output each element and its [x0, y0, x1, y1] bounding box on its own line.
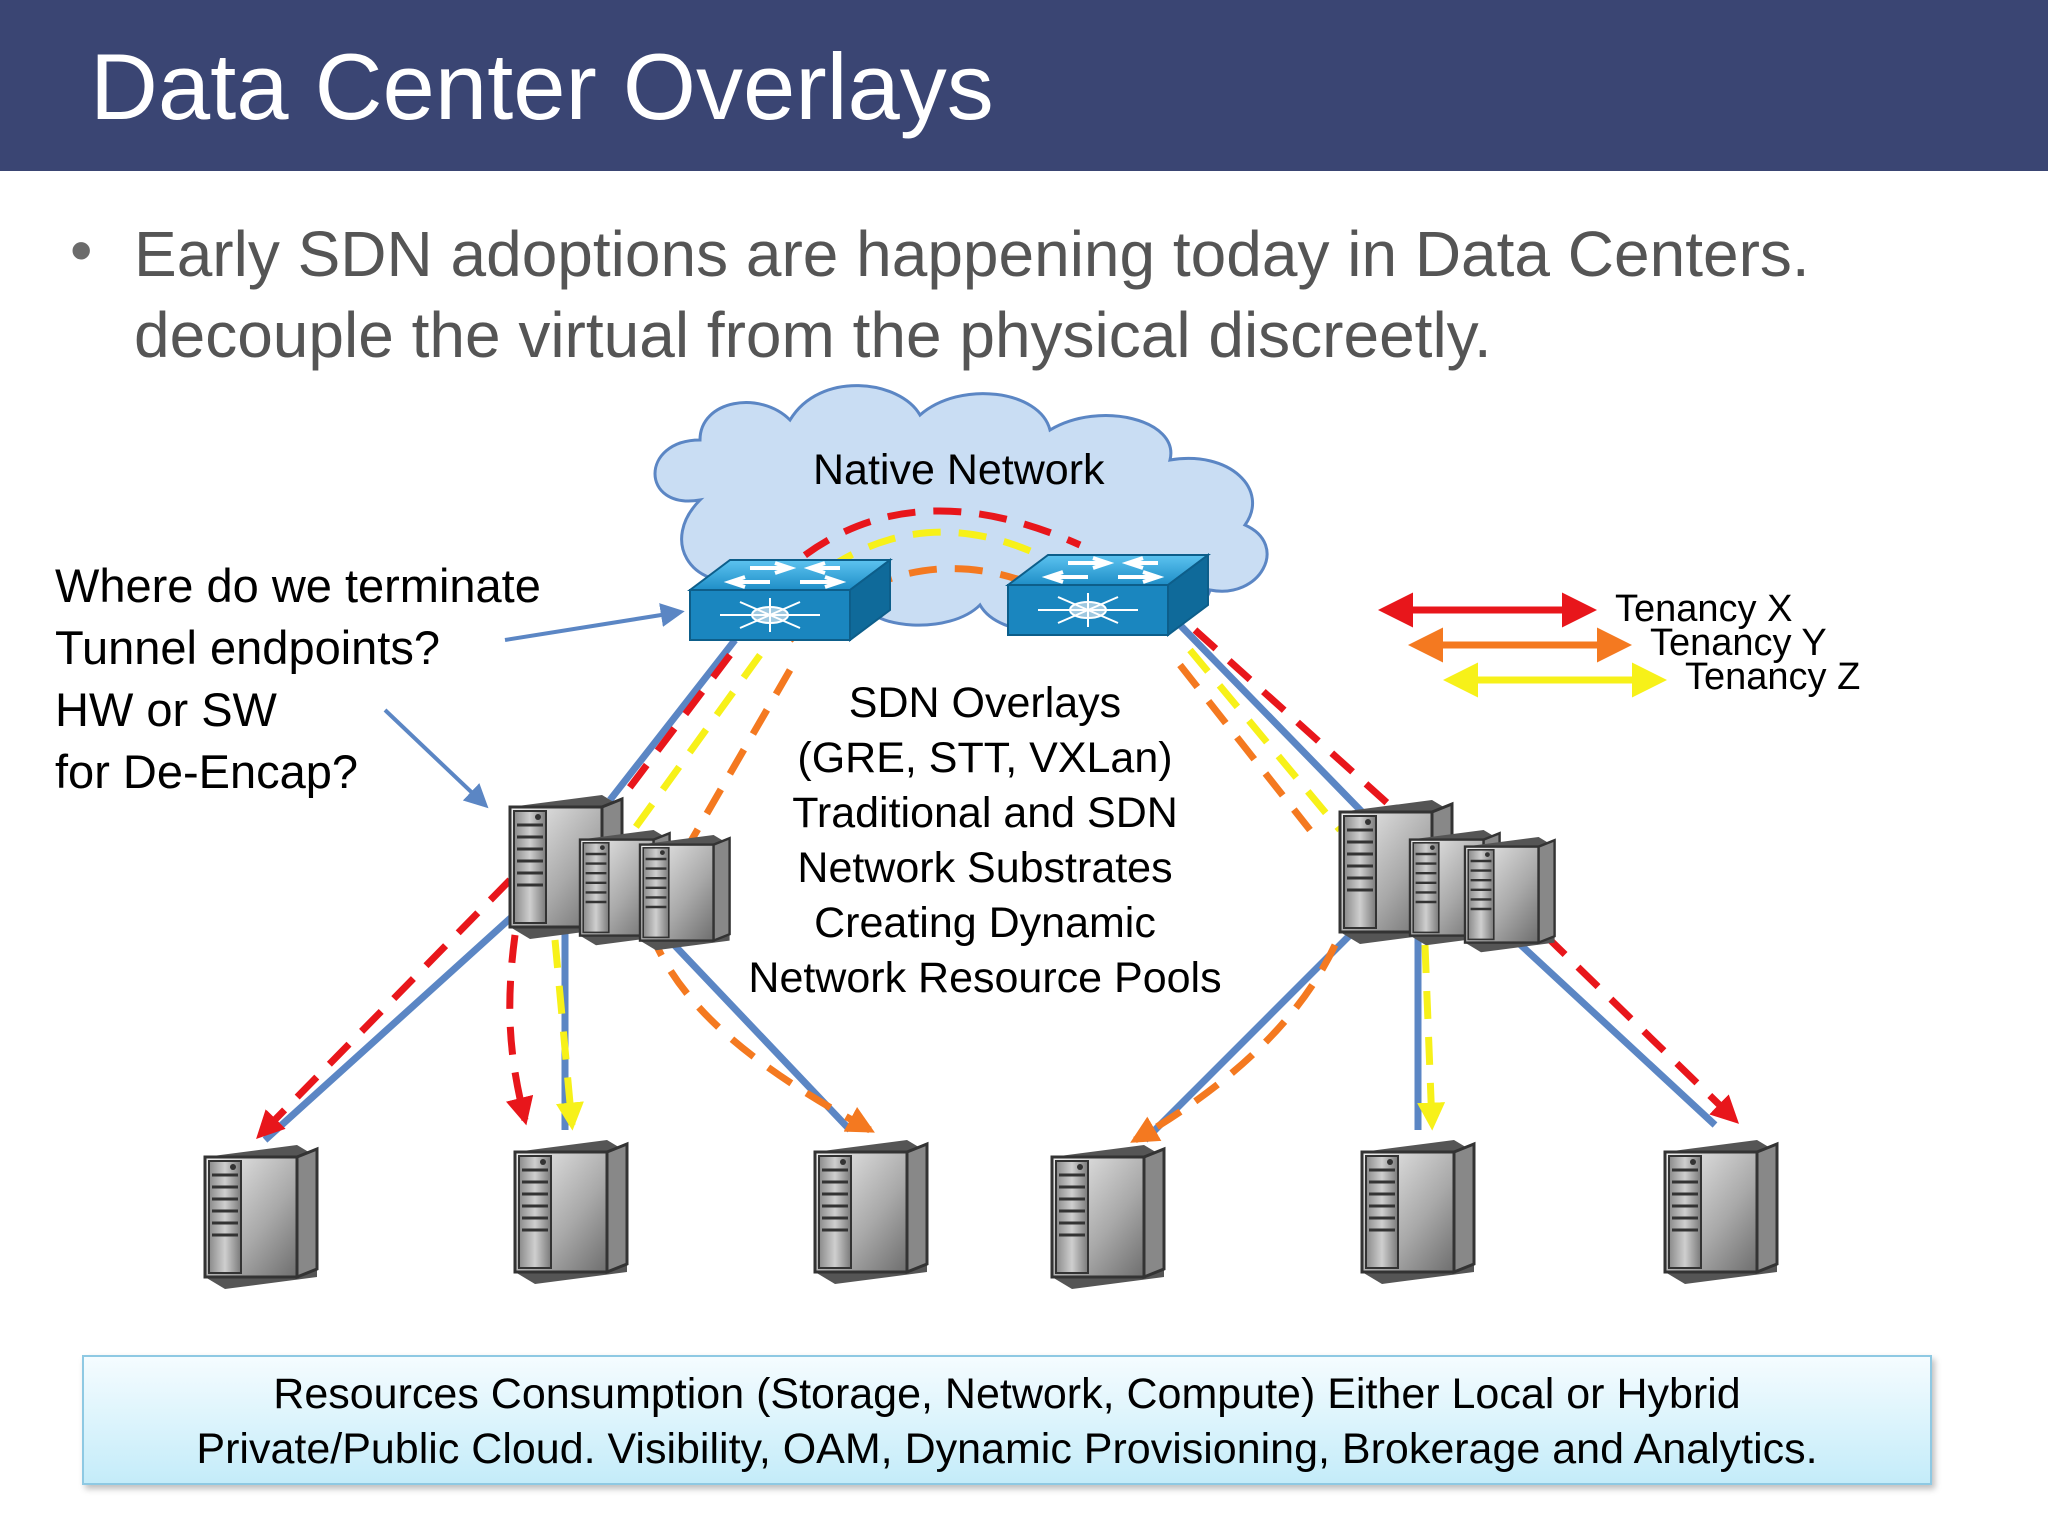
slide-title: Data Center Overlays [90, 34, 994, 139]
server-icon [203, 1143, 319, 1291]
switch-icon [688, 558, 892, 642]
arrow-icon [504, 603, 685, 642]
server-icon [1050, 1143, 1166, 1291]
title-bar [0, 0, 2048, 171]
resources-line: Resources Consumption (Storage, Network,… [273, 1370, 1741, 1418]
resources-line: Private/Public Cloud. Visibility, OAM, D… [196, 1425, 1818, 1473]
arrow-icon [383, 708, 489, 809]
overlay-line: (GRE, STT, VXLan) [797, 734, 1173, 782]
legend-label-y: Tenancy Y [1650, 622, 1827, 664]
overlay-description: SDN Overlays (GRE, STT, VXLan) Tradition… [700, 676, 1270, 1006]
overlay-line: Network Resource Pools [748, 954, 1222, 1002]
overlay-line: Creating Dynamic [814, 899, 1156, 947]
server-icon [1360, 1138, 1476, 1286]
server-icon [813, 1138, 929, 1286]
question-line: HW or SW [55, 683, 277, 736]
question-text: Where do we terminate Tunnel endpoints? … [55, 555, 541, 803]
server-icon [513, 1138, 629, 1286]
overlay-line: Network Substrates [797, 844, 1173, 892]
overlay-line: Traditional and SDN [792, 789, 1178, 837]
cloud-label: Native Network [813, 446, 1105, 494]
question-line: for De-Encap? [55, 745, 359, 798]
legend-label-z: Tenancy Z [1685, 656, 1861, 698]
server-icon [1663, 1138, 1779, 1286]
bullet-text: Early SDN adoptions are happening today … [134, 218, 1810, 371]
question-line: Where do we terminate [55, 559, 541, 612]
server-icon [1463, 835, 1556, 954]
resources-box: Resources Consumption (Storage, Network,… [82, 1355, 1932, 1485]
overlay-line: SDN Overlays [848, 679, 1122, 727]
question-line: Tunnel endpoints? [55, 621, 440, 674]
legend-label-x: Tenancy X [1615, 588, 1793, 630]
bullet-dot: • [70, 214, 93, 286]
switch-icon [1006, 553, 1210, 637]
